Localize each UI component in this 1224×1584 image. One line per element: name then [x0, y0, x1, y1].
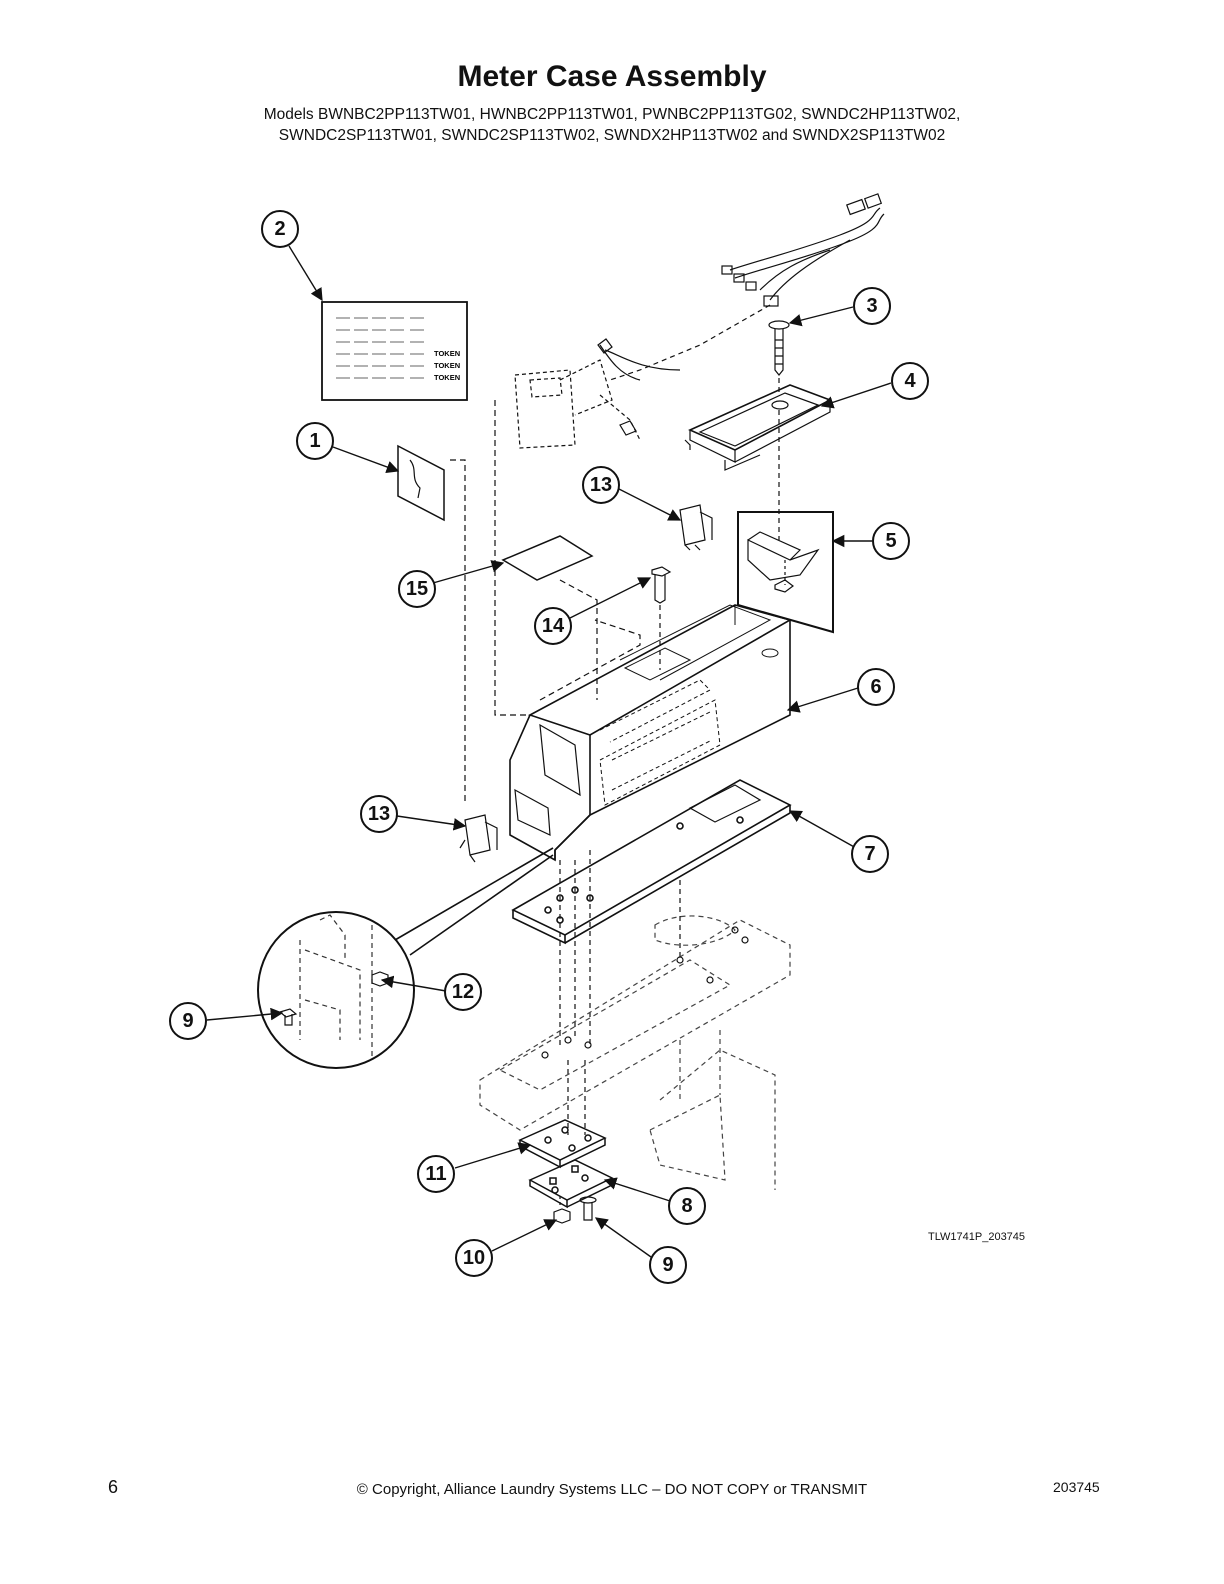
machine-top [479, 915, 791, 1190]
bolt-part-9-bottom [579, 1196, 597, 1221]
callout-6: 6 [857, 668, 895, 706]
callout-8: 8 [668, 1187, 706, 1225]
meter-case [509, 604, 793, 862]
callout-9-bottom: 9 [649, 1246, 687, 1284]
callout-11: 11 [417, 1155, 455, 1193]
leader-lines [206, 245, 892, 1258]
screw-part-3 [768, 320, 790, 376]
models-list: Models BWNBC2PP113TW01, HWNBC2PP113TW01,… [0, 104, 1224, 146]
page-number: 6 [108, 1477, 119, 1497]
svg-text:7: 7 [864, 843, 875, 865]
svg-text:2: 2 [274, 218, 285, 240]
callout-7: 7 [851, 835, 889, 873]
token-label-2: TOKEN [434, 361, 460, 370]
callout-5: 5 [872, 522, 910, 560]
base-plate-part-7 [511, 779, 792, 945]
token-insert [397, 444, 445, 522]
token-label-3: TOKEN [434, 373, 460, 382]
svg-text:12: 12 [452, 981, 474, 1003]
copyright-notice: © Copyright, Alliance Laundry Systems LL… [356, 1481, 868, 1498]
screw-part-14 [651, 566, 672, 604]
wire-harness [721, 193, 885, 307]
callout-13-top: 13 [582, 466, 620, 504]
callout-13-lower: 13 [360, 795, 398, 833]
window-part-15 [501, 535, 594, 581]
callout-12: 12 [444, 973, 482, 1011]
bracket-inset-5 [737, 511, 834, 634]
plate-part-11 [518, 1119, 607, 1169]
plate-part-8 [528, 1159, 614, 1209]
cover-plate [684, 384, 832, 471]
svg-text:14: 14 [542, 615, 565, 637]
svg-text:4: 4 [904, 370, 916, 392]
switch-part-13-top [679, 504, 713, 551]
callout-9-detail: 9 [169, 1002, 207, 1040]
callout-3: 3 [853, 287, 891, 325]
callout-2: 2 [261, 210, 299, 248]
callout-15: 15 [398, 570, 436, 608]
document-number: 203745 [1053, 1479, 1100, 1495]
svg-text:13: 13 [368, 803, 390, 825]
svg-text:15: 15 [406, 578, 428, 600]
callout-10: 10 [455, 1239, 493, 1277]
models-line-1: Models BWNBC2PP113TW01, HWNBC2PP113TW01,… [263, 106, 961, 123]
label-card [321, 301, 468, 401]
callout-4: 4 [891, 362, 929, 400]
models-line-2: SWNDC2SP113TW01, SWNDC2SP113TW02, SWNDX2… [278, 127, 946, 144]
svg-text:6: 6 [870, 676, 881, 698]
switch-part-13-lower [459, 814, 498, 863]
meter-bracket [514, 359, 641, 449]
svg-text:3: 3 [866, 295, 877, 317]
svg-text:1: 1 [309, 430, 320, 452]
detail-inset [257, 847, 554, 1069]
svg-text:13: 13 [590, 474, 612, 496]
callout-14: 14 [534, 607, 572, 645]
svg-text:11: 11 [425, 1163, 446, 1185]
svg-text:9: 9 [662, 1254, 673, 1276]
svg-text:8: 8 [681, 1195, 692, 1217]
svg-text:9: 9 [182, 1010, 193, 1032]
page-title: Meter Case Assembly [457, 60, 767, 93]
svg-text:10: 10 [463, 1247, 485, 1269]
callout-1: 1 [296, 422, 334, 460]
svg-text:5: 5 [885, 530, 896, 552]
figure-id: TLW1741P_203745 [928, 1231, 1026, 1243]
token-label-1: TOKEN [434, 349, 460, 358]
